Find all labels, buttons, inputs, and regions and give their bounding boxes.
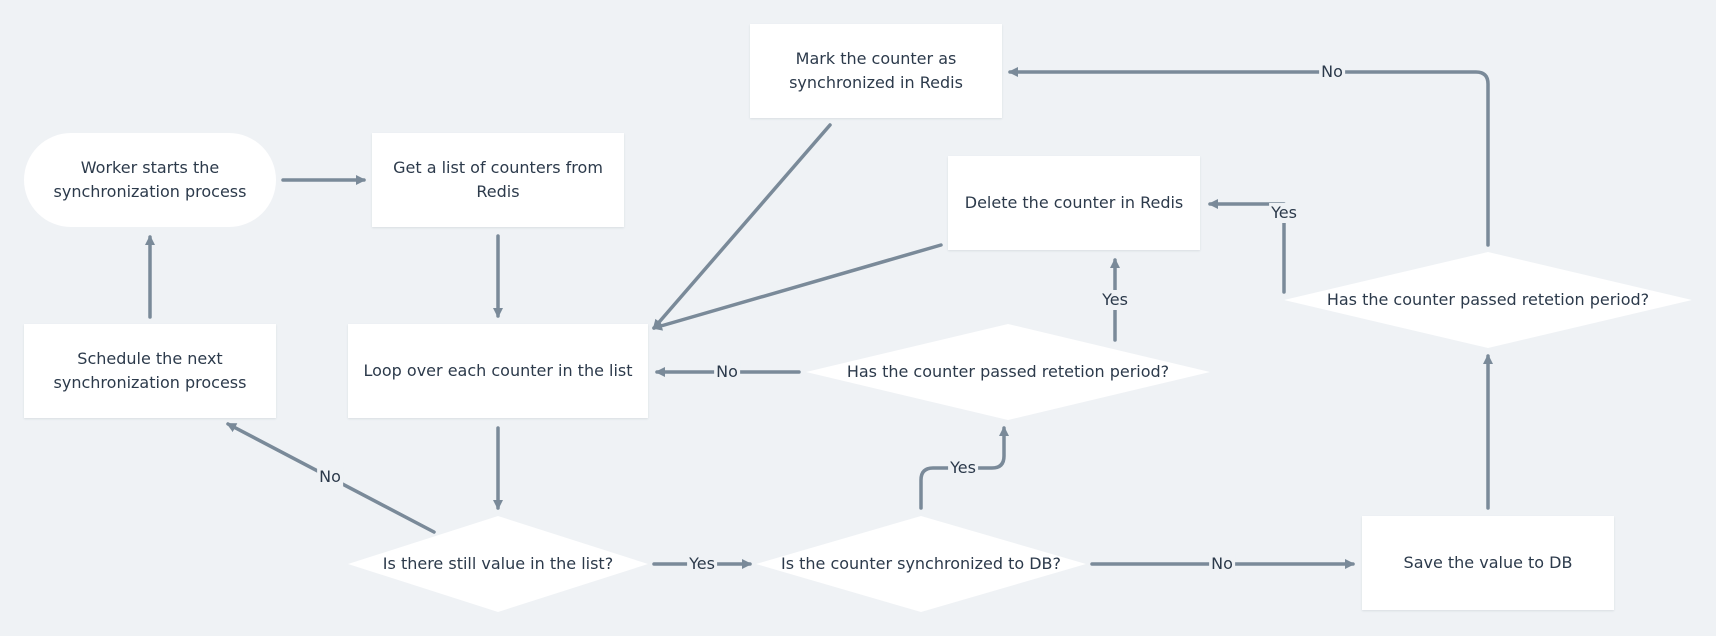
diamond-shape: [806, 324, 1210, 420]
node-save-db-label: Save the value to DB: [1403, 553, 1573, 572]
node-delete-counter-label: Delete the counter in Redis: [964, 193, 1184, 212]
edge-label-synced-yes: Yes: [948, 458, 978, 478]
decision-retention-right-label: Has the counter passed retetion period?: [1326, 290, 1650, 309]
edge-label-right-no: No: [1319, 62, 1345, 82]
edge-delete-to-loop: [652, 243, 943, 331]
edge-label-right-yes: Yes: [1269, 203, 1299, 223]
node-get-counters: Get a list of counters from Redis: [372, 133, 624, 227]
edge-mark-to-loop: [652, 123, 832, 330]
node-schedule-label: Schedule the next synchronization proces…: [53, 349, 247, 392]
edge-label-mid-no: No: [714, 362, 740, 382]
diamond-shape: [756, 516, 1086, 612]
decision-still-value: Is there still value in the list?: [348, 516, 648, 612]
edge-label-synced-no: No: [1209, 554, 1235, 574]
node-save-db: Save the value to DB: [1362, 516, 1614, 610]
decision-still-value-label: Is there still value in the list?: [382, 554, 614, 573]
edge-label-mid-yes: Yes: [1100, 290, 1130, 310]
decision-synced-db: Is the counter synchronized to DB?: [756, 516, 1086, 612]
node-mark-synced: Mark the counter as synchronized in Redi…: [750, 24, 1002, 118]
decision-synced-db-label: Is the counter synchronized to DB?: [780, 554, 1062, 573]
diamond-shape: [348, 516, 648, 612]
node-loop: Loop over each counter in the list: [348, 324, 648, 418]
edge-label-still-yes: Yes: [687, 554, 717, 574]
node-delete-counter: Delete the counter in Redis: [948, 156, 1200, 250]
decision-retention-right: Has the counter passed retetion period?: [1284, 252, 1692, 348]
diamond-shape: [1284, 252, 1692, 348]
node-schedule: Schedule the next synchronization proces…: [24, 324, 276, 418]
node-mark-synced-label: Mark the counter as synchronized in Redi…: [789, 49, 963, 92]
edge-label-still-no: No: [317, 467, 343, 487]
node-start-label: Worker starts the synchronization proces…: [53, 158, 247, 201]
edge-right-no-to-mark: [1008, 67, 1490, 247]
node-start: Worker starts the synchronization proces…: [24, 133, 276, 227]
decision-retention-mid-label: Has the counter passed retetion period?: [846, 362, 1170, 381]
node-get-counters-label: Get a list of counters from Redis: [393, 158, 603, 201]
decision-retention-mid: Has the counter passed retetion period?: [806, 324, 1210, 420]
node-loop-label: Loop over each counter in the list: [363, 361, 633, 380]
